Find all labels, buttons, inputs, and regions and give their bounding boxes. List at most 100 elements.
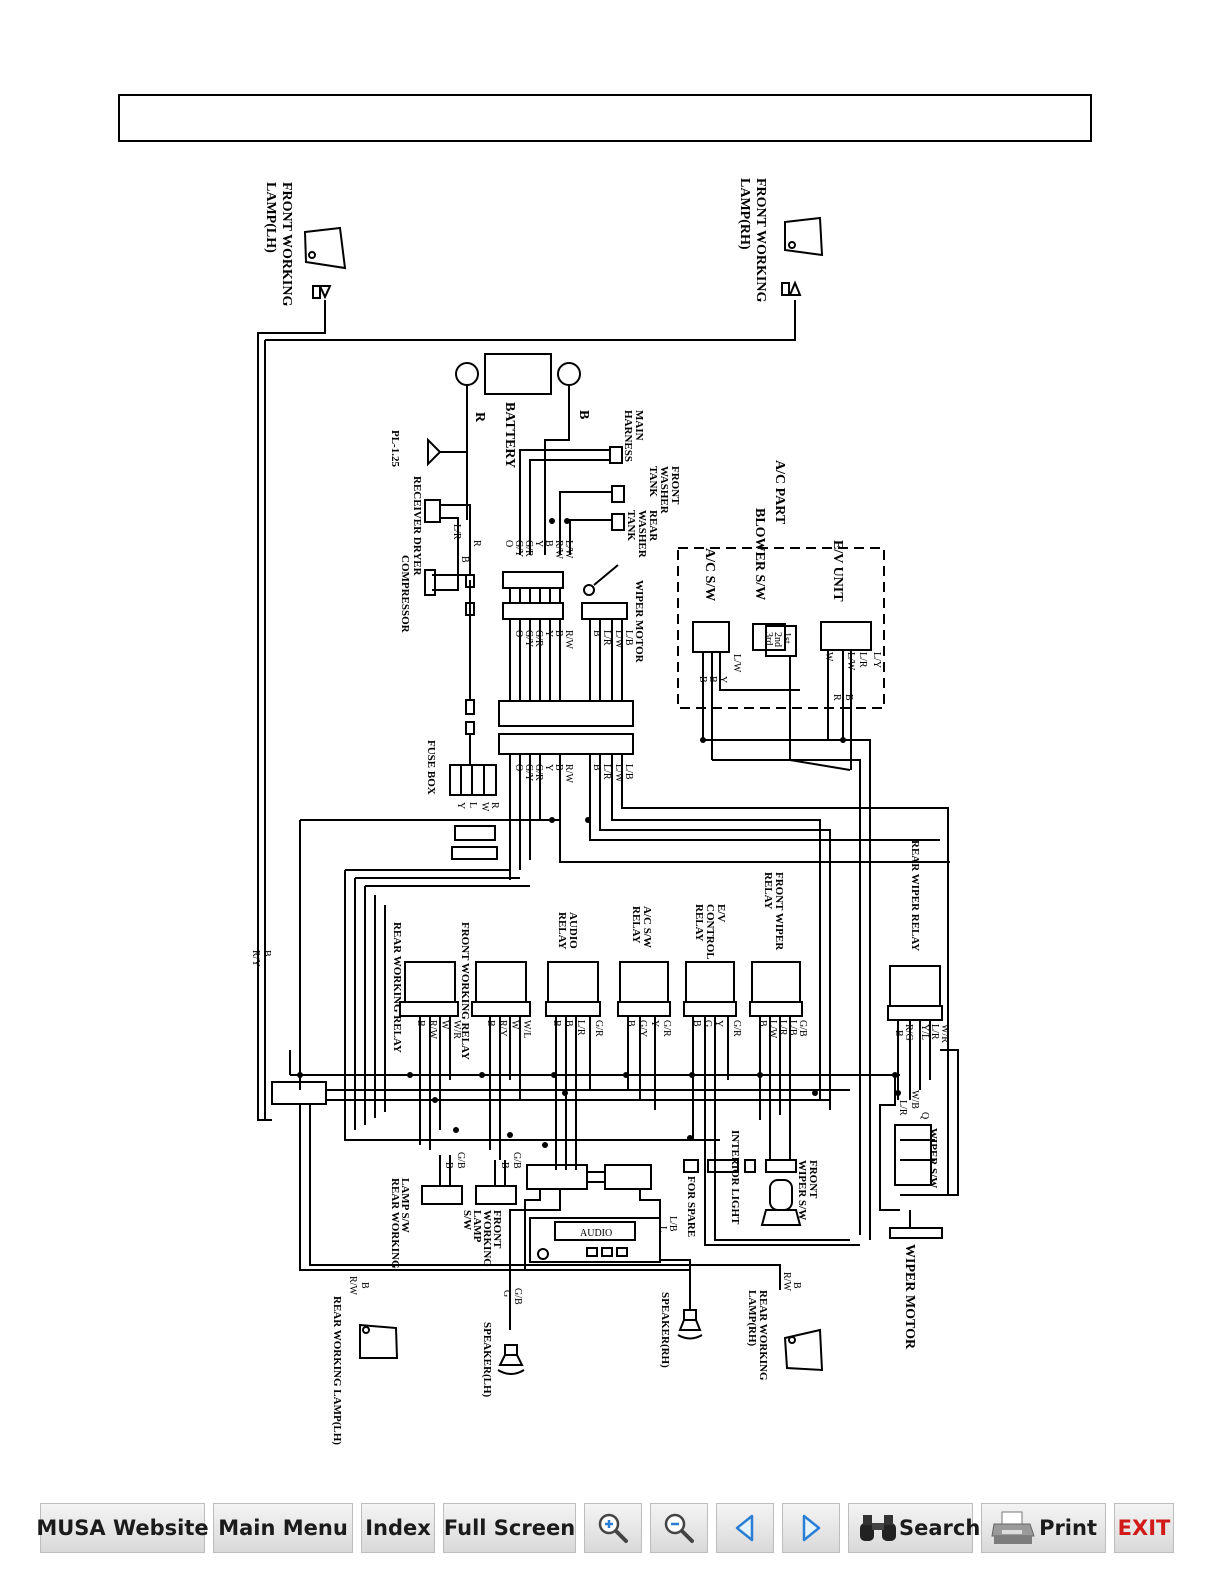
wire-rwk-2: W [439,1020,450,1030]
label-rear-washer: REAR [647,510,659,542]
wire-row-5: R/W [563,764,574,783]
arrow-right-icon [798,1513,824,1543]
wire-row-1: L/B [623,764,634,780]
wire-aud-2: L [657,1226,668,1232]
wire-rcv-1: R [471,540,482,547]
previous-page-button[interactable] [716,1503,774,1553]
wire-rl-1: R/W [781,1272,792,1291]
search-label: Search [899,1516,981,1540]
audio-relay [545,961,601,1017]
wire-rll-1: R/W [347,1276,358,1295]
label-battery-pos: R [472,412,487,423]
wire-wm-2: L/W [613,630,624,649]
wire-harness-5: G/R [523,540,534,557]
wire-row-6: B [553,764,564,771]
wire-wm-3: L/R [601,630,612,646]
wire-acr-4: B [625,1020,636,1027]
wire-acr-1: G/R [661,1020,672,1037]
musa-website-button[interactable]: MUSA Website [36,1503,209,1553]
printer-icon [990,1510,1036,1546]
ac-sw-relay [617,961,671,1017]
wire-row-7: Y [543,764,554,771]
speaker-lh-icon [497,1344,525,1375]
label-front-wiper-sw: FRONT [807,1160,819,1199]
wire-wsw-3: Q [919,1112,930,1120]
front-lamp-lh-icon [303,226,347,299]
svg-text:S/W: S/W [461,1210,473,1230]
print-button[interactable]: Print [981,1503,1106,1553]
wire-mid-5: G/Y [523,630,534,647]
wire-mid-6: O [513,630,524,637]
label-fuse-box: FUSE BOX [425,740,437,795]
wire-rwk-4: B [415,1020,426,1027]
wire-ev-2: L/R [857,652,868,668]
label-interior-light: INTERIOR LIGHT [729,1130,741,1225]
wiper-motor-connector [889,1227,943,1239]
wire-left-trunk-ry: R/Y [250,950,261,967]
label-ac-sw-relay: A/C S/W [641,906,653,948]
label-front-wiper-relay: FRONT WIPER [773,872,785,951]
wire-rl-2: B [791,1282,802,1289]
label-front-washer: FRONT [669,466,681,505]
wire-harness-6: G/Y [513,540,524,557]
wire-row-2: L/W [613,764,624,783]
wire-acsw-2: B [697,676,708,683]
audio-connector-b [604,1164,652,1190]
speaker-rh-icon [677,1309,703,1340]
exit-label: EXIT [1117,1516,1171,1540]
index-button[interactable]: Index [361,1503,435,1553]
wire-fuse-4: Y [455,802,466,809]
audio-connector-a [526,1164,588,1190]
exit-button[interactable]: EXIT [1114,1503,1174,1553]
wire-fwk-1: W/L [521,1020,532,1038]
label-speaker-rh: SPEAKER(RH) [659,1292,671,1368]
search-button[interactable]: Search [848,1503,980,1553]
wire-harness-2: R/W [553,540,564,559]
zoom-in-button[interactable] [584,1503,642,1553]
zoom-in-icon [596,1511,630,1545]
rear-lamp-rh-icon [783,1328,824,1372]
svg-text:RELAY: RELAY [556,912,568,950]
battery-pos-terminal [455,362,479,386]
wire-lsw-2: B [443,1162,454,1169]
label-ac-sw: A/C S/W [702,548,717,601]
wire-rwr-2: L/R [929,1024,940,1040]
wire-ev-6: B [843,694,854,701]
label-rear-working-relay: REAR WORKING RELAY [391,922,403,1053]
wire-left-trunk-b: B [261,950,272,957]
ac-sw-box [692,621,730,653]
wire-rcv-2: L/R [451,524,462,540]
wire-mid-1: R/W [563,630,574,649]
label-audio: AUDIO [580,1228,612,1239]
svg-text:WORKING: WORKING [481,1210,493,1267]
main-menu-label: Main Menu [218,1516,348,1540]
wiper-sw [894,1124,932,1186]
label-blower-1st: 1st [781,632,792,644]
musa-website-label: MUSA Website [36,1516,209,1540]
wire-acsw-3: B [707,676,718,683]
label-audio-relay: AUDIO [567,912,579,949]
label-ev-unit: E/V UNIT [830,540,845,602]
label-front-lamp-sw: FRONT [491,1210,503,1249]
wire-row-8: G/R [533,764,544,781]
wire-harness-7: O [503,540,514,547]
label-for-spare: FOR SPARE [685,1176,697,1237]
wire-fuse-3: L [467,802,478,808]
wire-aur-4: B [551,1020,562,1027]
wire-harness-1: L/W [563,540,574,559]
main-menu-button[interactable]: Main Menu [213,1503,353,1553]
label-main-harness: MAIN [633,410,645,441]
svg-text:LAMP S/W: LAMP S/W [399,1178,411,1233]
label-pl: PL-1.25 [389,430,401,467]
full-screen-button[interactable]: Full Screen [443,1503,576,1553]
wire-aud-1: L/B [667,1216,678,1232]
print-label: Print [1039,1516,1097,1540]
wire-fwk-2: W [509,1020,520,1030]
next-page-button[interactable] [782,1503,840,1553]
wire-rwk-3: R/W [427,1020,438,1039]
label-front-working-relay: FRONT WORKING RELAY [459,922,471,1060]
label-battery-neg: B [576,410,591,419]
rear-working-relay [399,961,459,1017]
wire-evr-1: G/R [731,1020,742,1037]
zoom-out-button[interactable] [650,1503,708,1553]
